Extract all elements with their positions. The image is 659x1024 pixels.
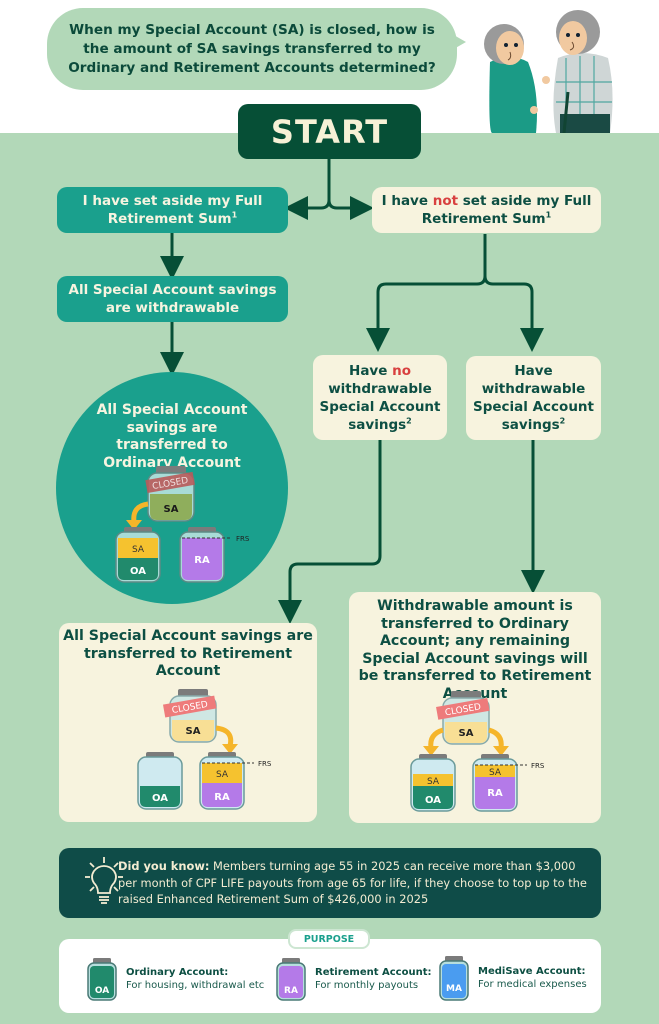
sa-jar-closed-icon: SA CLOSED bbox=[163, 689, 217, 743]
oa-label: OA bbox=[425, 795, 441, 806]
oa-jar-icon: OA bbox=[87, 958, 117, 1001]
outcome-text: All Special Account savings are transfer… bbox=[96, 402, 248, 471]
connector-start-split-right bbox=[327, 196, 374, 220]
oa-label: OA bbox=[152, 793, 168, 804]
question-bubble: When my Special Account (SA) is closed, … bbox=[47, 8, 457, 90]
ma-jar-icon: MA bbox=[439, 956, 469, 1001]
legend-item-ma: MA MediSave Account: For medical expense… bbox=[438, 955, 587, 1001]
jar-illustration-ra: SA CLOSED OA SA RA FRS bbox=[137, 689, 272, 810]
svg-text:MA: MA bbox=[446, 984, 462, 994]
ra-label: RA bbox=[214, 792, 230, 803]
legend-title: MediSave Account: bbox=[478, 966, 586, 977]
ra-jar-icon: RA FRS bbox=[179, 527, 250, 583]
condition-text-pre: I have bbox=[381, 193, 433, 209]
frs-label: FRS bbox=[258, 760, 272, 768]
condition-text: I have set aside my Full Retirement Sum bbox=[82, 193, 263, 227]
jar-illustration-split: SA CLOSED SA OA SA RA FRS bbox=[410, 691, 545, 812]
step-text: All Special Account savings are withdraw… bbox=[68, 282, 277, 316]
legend-desc: For monthly payouts bbox=[315, 980, 419, 991]
condition-highlight: no bbox=[392, 362, 411, 379]
oa-label: OA bbox=[130, 566, 146, 577]
tip-lead: Did you know: bbox=[118, 859, 210, 873]
frs-label: FRS bbox=[531, 762, 545, 770]
condition-highlight: not bbox=[432, 193, 459, 209]
oa-jar-icon: SA OA bbox=[115, 527, 161, 583]
transfer-arrow-icon bbox=[428, 727, 444, 749]
legend-desc: For housing, withdrawal etc bbox=[126, 980, 265, 991]
transfer-arrow-icon bbox=[215, 725, 234, 747]
legend-title: Retirement Account: bbox=[315, 967, 432, 978]
footnote-1: 1 bbox=[545, 210, 552, 220]
legend-title: Ordinary Account: bbox=[126, 967, 229, 978]
did-you-know-text: Did you know: Members turning age 55 in … bbox=[118, 858, 593, 908]
elderly-couple-illustration bbox=[484, 10, 613, 133]
condition-not-set-aside-frs: I have not set aside my Full Retirement … bbox=[372, 187, 601, 233]
oa-jar-icon: SA OA bbox=[410, 754, 456, 812]
elderly-woman-icon bbox=[484, 24, 538, 133]
ra-label: RA bbox=[487, 788, 503, 799]
purpose-legend bbox=[59, 939, 601, 1013]
ra-jar-icon: RA bbox=[276, 958, 306, 1001]
ra-jar-icon: SA RA FRS bbox=[472, 754, 545, 812]
bubble-tail bbox=[452, 34, 466, 50]
sa-label: SA bbox=[164, 504, 179, 515]
purpose-label: PURPOSE bbox=[288, 929, 370, 949]
connector-right-split bbox=[366, 234, 487, 352]
sa-label: SA bbox=[186, 726, 201, 737]
lightbulb-icon bbox=[85, 857, 123, 904]
purpose-label-text: PURPOSE bbox=[303, 933, 355, 945]
sa-label: SA bbox=[216, 770, 229, 780]
footnote-2: 2 bbox=[406, 416, 412, 425]
legend-item-ra: RA Retirement Account: For monthly payou… bbox=[275, 957, 431, 1001]
condition-text: Have withdrawable Special Account saving… bbox=[472, 363, 594, 433]
ra-label: RA bbox=[194, 555, 210, 566]
outcome-text: All Special Account savings are transfer… bbox=[63, 628, 313, 679]
start-node: START bbox=[238, 104, 421, 159]
sa-label: SA bbox=[459, 728, 474, 739]
condition-have-withdrawable: Have withdrawable Special Account saving… bbox=[466, 356, 601, 440]
jar-illustration-left: SA CLOSED SA OA RA FRS bbox=[115, 466, 250, 583]
start-label: START bbox=[270, 112, 389, 151]
elderly-man-icon bbox=[542, 10, 613, 133]
legend-desc: For medical expenses bbox=[478, 979, 587, 990]
sa-jar-closed-icon: SA CLOSED bbox=[145, 466, 195, 522]
svg-text:OA: OA bbox=[95, 986, 109, 996]
connector-right-split-2 bbox=[483, 275, 544, 352]
sa-label: SA bbox=[132, 545, 145, 555]
condition-text-post: withdrawable Special Account savings bbox=[319, 380, 441, 433]
transfer-arrow-icon bbox=[131, 501, 149, 523]
oa-jar-icon: OA bbox=[137, 752, 183, 810]
legend-item-oa: OA Ordinary Account: For housing, withdr… bbox=[86, 957, 264, 1001]
question-text: When my Special Account (SA) is closed, … bbox=[68, 21, 436, 76]
did-you-know-panel bbox=[59, 848, 601, 918]
frs-label: FRS bbox=[236, 535, 250, 543]
transfer-arrow-icon bbox=[488, 727, 504, 749]
sa-label: SA bbox=[489, 768, 502, 778]
svg-text:RA: RA bbox=[284, 986, 298, 996]
ra-jar-icon: SA RA FRS bbox=[199, 752, 272, 810]
condition-no-withdrawable: Have no withdrawable Special Account sav… bbox=[313, 355, 447, 440]
step-all-withdrawable: All Special Account savings are withdraw… bbox=[57, 276, 288, 322]
condition-set-aside-frs: I have set aside my Full Retirement Sum1 bbox=[57, 187, 288, 233]
sa-label: SA bbox=[427, 777, 440, 787]
connector-start-split bbox=[284, 159, 331, 220]
sa-jar-closed-icon: SA CLOSED bbox=[436, 691, 490, 745]
condition-text-pre: Have bbox=[349, 362, 393, 379]
footnote-2: 2 bbox=[559, 416, 566, 426]
condition-text-post: set aside my Full Retirement Sum bbox=[421, 193, 592, 227]
tip-body: Members turning age 55 in 2025 can recei… bbox=[118, 859, 587, 906]
footnote-1: 1 bbox=[231, 210, 238, 220]
connector-no-outcome bbox=[278, 440, 382, 624]
